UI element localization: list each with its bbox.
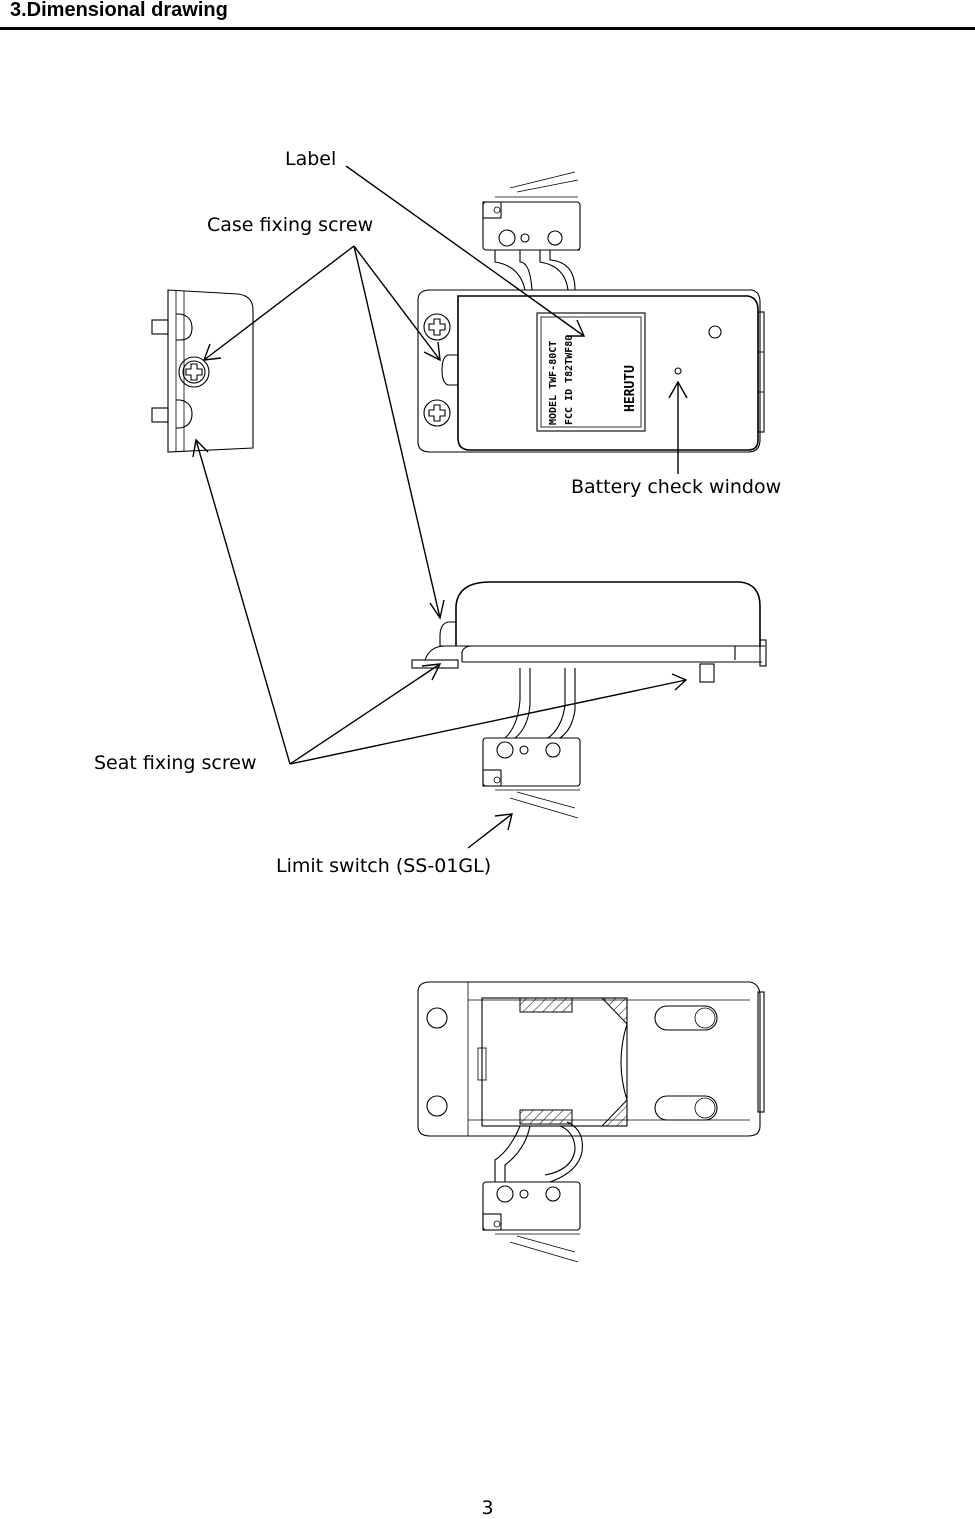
device-label-model: MODEL TWF-80CT (548, 341, 559, 425)
seat-screw-leader-front-right (289, 673, 688, 765)
case-screw-leader-front (353, 245, 445, 620)
label-leader (345, 165, 586, 337)
top-limit-switch (482, 171, 581, 291)
battery-check-window-callout: Battery check window (571, 476, 781, 498)
battery-window-leader (668, 380, 688, 474)
top-case-screw-lower-icon (423, 399, 451, 427)
limit-switch-callout: Limit switch (SS-01GL) (276, 855, 491, 877)
case-fixing-screw-callout: Case fixing screw (207, 214, 373, 236)
bottom-limit-switch (482, 1181, 581, 1263)
leader-lines (192, 165, 688, 849)
page-number: 3 (481, 1497, 494, 1519)
device-label-fcc: FCC ID T82TWF80 (564, 335, 575, 425)
front-limit-switch (482, 737, 581, 819)
side-view (151, 289, 254, 453)
title-rule (0, 27, 975, 30)
seat-screw-leader-front-left (289, 663, 442, 765)
bottom-view (417, 981, 765, 1263)
top-case-screw-upper-icon (423, 313, 451, 341)
case-screw-leader-top (353, 245, 441, 362)
device-label-brand: HERUTU (623, 365, 638, 412)
battery-check-window-icon (674, 367, 682, 375)
label-callout: Label (285, 148, 336, 170)
front-view (411, 581, 767, 819)
section-title: 3.Dimensional drawing (10, 0, 228, 21)
seat-screw-leader-side (192, 438, 291, 765)
case-screw-leader-side (202, 245, 355, 361)
device-label: MODEL TWF-80CT FCC ID T82TWF80 HERUTU (536, 312, 646, 432)
top-hole-icon (708, 325, 722, 339)
seat-fixing-screw-callout: Seat fixing screw (94, 752, 256, 774)
limit-switch-leader (467, 813, 513, 849)
top-view: MODEL TWF-80CT FCC ID T82TWF80 HERUTU (417, 171, 765, 453)
side-case-screw-icon (178, 356, 210, 388)
